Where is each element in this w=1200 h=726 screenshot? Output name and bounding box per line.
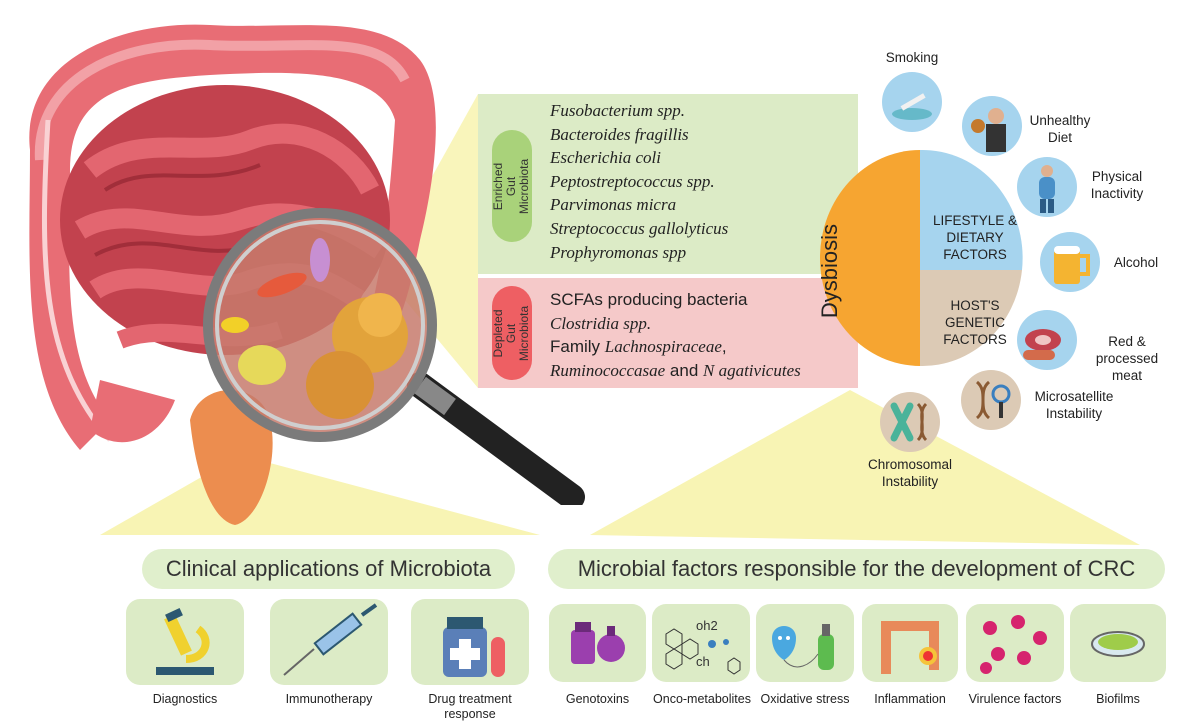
oxygen-mask-icon [772,624,834,670]
list-item: Streptococcus gallolyticus [550,218,729,238]
virus-icon [980,615,1047,674]
virulence-factors-tile [966,604,1064,682]
tile-label: Biofilms [1096,692,1140,706]
drug-response-tile [411,599,529,685]
list-item: Family Lachnospiraceae, [550,337,727,356]
list-item: Ruminococcasae and N agativicutes [550,360,801,380]
microsatellite-icon [961,370,1021,430]
magnifier [203,208,585,505]
factor-label: Unhealthy Diet [1029,113,1091,145]
red-meat-icon [1017,310,1077,370]
list-item: Fusobacterium spp. [550,101,686,120]
oxidative-stress-tile [756,604,854,682]
immunotherapy-tile [270,599,388,685]
onco-text: oh2 [696,618,718,633]
dysbiosis-label: Dysbiosis [817,223,842,319]
biofilms-tile [1070,604,1166,682]
onco-text: ch [696,654,710,669]
list-item: Escherichia coli [550,148,661,168]
unhealthy-diet-icon [962,96,1022,156]
depleted-panel: Depleted Gut Microbiota SCFAs producing … [478,278,858,388]
medicine-icon [443,617,505,677]
tile-label: Diagnostics [152,692,218,706]
depleted-list: SCFAs producing bacteria Clostridia spp.… [550,288,801,382]
diagnostics-tile [126,599,244,685]
list-item: Bacteroides fragillis [550,124,689,144]
smoking-icon [882,72,942,132]
enriched-label-pill: Enriched Gut Microbiota [492,130,532,242]
lifestyle-label: LIFESTYLE & DIETARY FACTORS [932,213,1018,262]
genotoxins-tile [549,604,646,682]
tile-label: Virulence factors [968,692,1062,706]
tile-label: Immunotherapy [285,692,373,706]
tile-label: Genotoxins [565,692,630,706]
genetic-label: HOST'S GENETIC FACTORS [943,298,1007,347]
list-item: Prophyromonas spp [550,242,687,262]
list-item: Peptostreptococcus spp. [550,171,715,191]
factor-label: Smoking [885,50,939,65]
list-item: Parvimonas micra [550,195,677,215]
enriched-list: Fusobacterium spp. Bacteroides fragillis… [550,99,728,264]
chromosomal-icon [880,392,940,452]
alcohol-icon [1040,232,1100,292]
factor-label: Red & processed meat [1095,334,1159,383]
factor-label: Microsatellite Instability [1034,389,1114,421]
microbial-title: Microbial factors responsible for the de… [548,549,1165,589]
list-item: Clostridia spp. [550,313,652,333]
clinical-title: Clinical applications of Microbiota [142,549,515,589]
syringe-icon [283,603,378,676]
depleted-label-pill: Depleted Gut Microbiota [492,286,532,380]
inflamed-colon-icon [881,621,939,674]
enriched-panel: Enriched Gut Microbiota Fusobacterium sp… [478,94,858,274]
physical-inactivity-icon [1017,157,1077,217]
inflammation-tile [862,604,958,682]
molecule-icon: oh2 ch [665,618,741,675]
depleted-label: Depleted Gut Microbiota [491,305,532,361]
tile-label: Onco-metabolites [653,692,751,706]
enriched-label: Enriched Gut Microbiota [491,158,532,214]
genotoxin-bottles-icon [571,622,625,664]
factor-label: Alcohol [1113,255,1159,270]
tile-label: Drug treatment response [428,692,512,721]
list-item: SCFAs producing bacteria [550,290,748,309]
tile-label: Inflammation [874,692,946,706]
tile-label: Oxidative stress [760,692,850,706]
factor-label: Chromosomal Instability [867,457,953,489]
dysbiosis-circle [820,149,1023,367]
microscope-icon [156,607,214,675]
onco-metabolites-tile: oh2 ch [652,604,750,682]
factor-label: Physical Inactivity [1090,169,1144,201]
petri-dish-icon [1091,631,1145,657]
